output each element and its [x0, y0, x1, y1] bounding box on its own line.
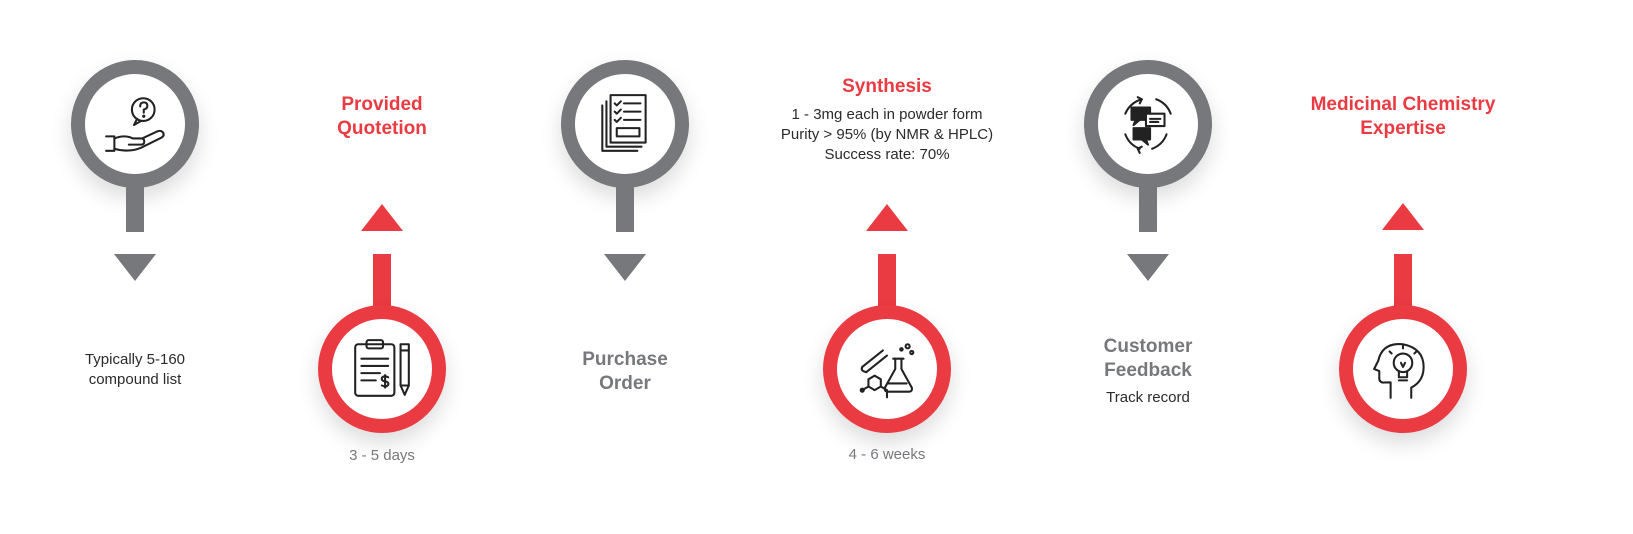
step3-title: Purchase Order: [582, 349, 668, 394]
question-hand-icon: [105, 97, 165, 152]
step2-pin-stem: [373, 254, 391, 314]
step6-pin-ring: [1339, 305, 1467, 433]
step6-up-arrow: [1382, 203, 1424, 230]
chemistry-flask-icon: [859, 343, 915, 399]
quotation-clipboard-icon: [354, 339, 410, 397]
step5-down-arrow: [1127, 254, 1169, 281]
documents-checklist-icon: [601, 94, 647, 152]
step5-pin-stem: [1139, 176, 1157, 232]
step5-note: Track record: [1106, 389, 1190, 406]
step4-duration: 4 - 6 weeks: [848, 446, 926, 463]
step1-note: Typically 5-160 compound list: [84, 351, 186, 388]
step2-up-arrow: [361, 204, 403, 231]
step6-pin-stem: [1394, 254, 1412, 314]
step1-pin-stem: [126, 176, 144, 232]
head-lightbulb-icon: [1373, 343, 1425, 399]
step-compound-list: Typically 5-160 compound list: [5, 0, 265, 534]
step1-pin-ring: [71, 60, 199, 188]
step-medicinal-chemistry: Medicinal Chemistry Expertise: [1273, 0, 1533, 534]
step4-pin-stem: [878, 254, 896, 314]
step-purchase-order: Purchase Order: [495, 0, 755, 534]
step4-note: 1 - 3mg each in powder form Purity > 95%…: [780, 106, 994, 163]
step3-down-arrow: [604, 254, 646, 281]
feedback-chat-cycle-icon: [1124, 96, 1172, 154]
step-provided-quotation: Provided Quotetion 3 - 5 days: [252, 0, 512, 534]
step4-up-arrow: [866, 204, 908, 231]
step5-pin-ring: [1084, 60, 1212, 188]
step6-title: Medicinal Chemistry Expertise: [1310, 94, 1496, 139]
step-synthesis: Synthesis 1 - 3mg each in powder form Pu…: [757, 0, 1017, 534]
step-customer-feedback: Customer Feedback Track record: [1018, 0, 1278, 534]
step4-pin-ring: [823, 305, 951, 433]
step2-pin-ring: [318, 305, 446, 433]
step4-title: Synthesis: [842, 76, 932, 97]
step3-pin-stem: [616, 176, 634, 232]
step2-duration: 3 - 5 days: [349, 447, 415, 464]
step3-pin-ring: [561, 60, 689, 188]
step2-title: Provided Quotetion: [337, 94, 427, 139]
step5-title: Customer Feedback: [1103, 336, 1193, 381]
step1-down-arrow: [114, 254, 156, 281]
